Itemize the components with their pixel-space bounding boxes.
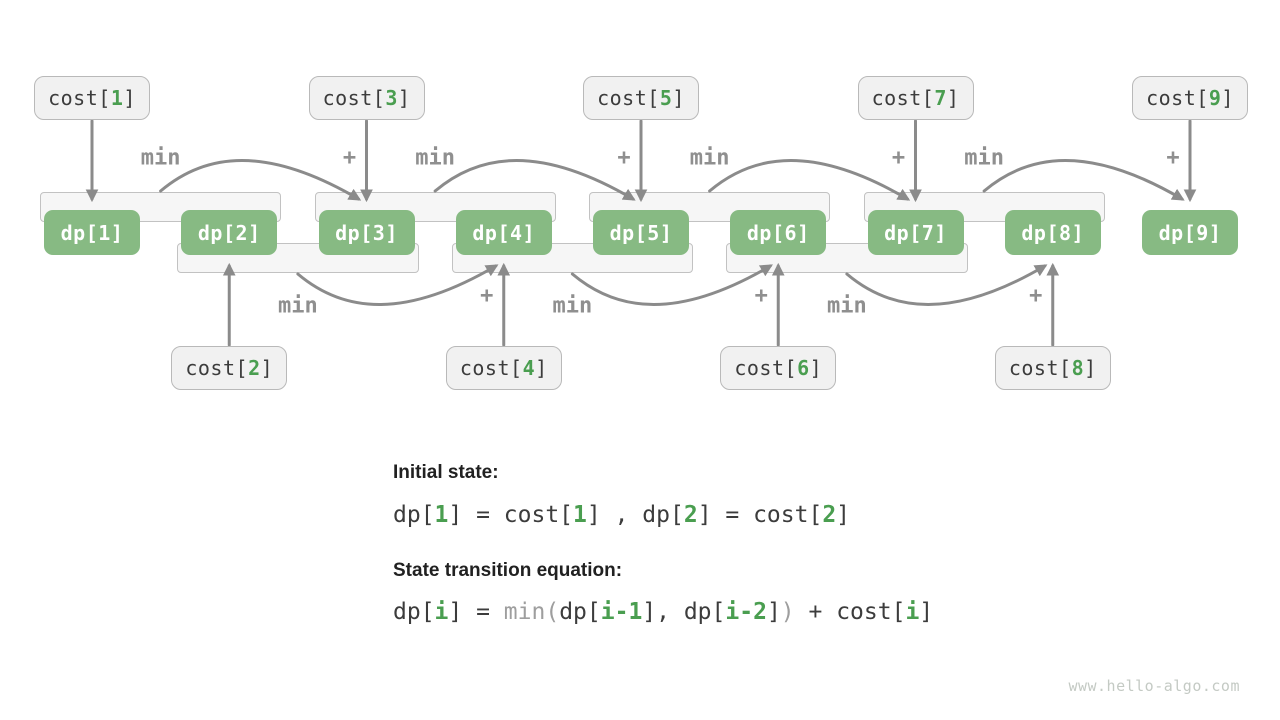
index-number: 8	[1071, 356, 1085, 380]
cost-box-4: cost[4]	[445, 346, 562, 390]
initial-state-equation: dp[1] = cost[1] , dp[2] = cost[2]	[393, 501, 933, 530]
min-curve-bottom-3	[845, 264, 1048, 306]
equation-token: i	[434, 599, 449, 626]
equation-token: ]	[836, 501, 851, 528]
equation-token: ] , dp[	[586, 501, 684, 528]
transition-title: State transition equation:	[393, 559, 623, 581]
index-number: 5	[647, 220, 660, 245]
plus-label-bottom-3: +	[1029, 283, 1043, 309]
equation-token: 1	[573, 501, 587, 528]
index-number: 4	[510, 220, 523, 245]
index-number: 9	[1208, 86, 1222, 110]
cost-box-1: cost[1]	[34, 76, 150, 120]
equation-token: dp[	[393, 501, 435, 528]
index-number: 1	[110, 86, 124, 110]
cost-box-8: cost[8]	[994, 346, 1111, 390]
index-number: 6	[784, 220, 798, 245]
dp-box-6: dp[6]	[730, 210, 827, 255]
equation-token: i-1	[600, 599, 643, 626]
cost-box-2: cost[2]	[171, 346, 288, 390]
index-number: 1	[98, 220, 111, 245]
equation-token: i	[905, 599, 920, 626]
equation-token: i-2	[725, 599, 767, 626]
equation-token: )	[780, 599, 795, 626]
index-number: 4	[522, 356, 536, 380]
dp-box-5: dp[5]	[593, 210, 689, 255]
footer-equations: Initial state: dp[1] = cost[1] , dp[2] =…	[393, 462, 933, 627]
min-curve-top-2	[433, 159, 636, 201]
index-number: 7	[921, 220, 935, 245]
plus-label-top-3: +	[891, 145, 906, 171]
cost-box-6: cost[6]	[720, 346, 837, 390]
cost-box-3: cost[3]	[308, 76, 425, 120]
equation-token: 1	[434, 501, 449, 528]
plus-label-bottom-1: +	[480, 283, 494, 309]
min-label-bottom-1: min	[278, 293, 318, 319]
index-number: 3	[372, 220, 386, 245]
equation-token: 2	[822, 501, 837, 528]
plus-label-top-2: +	[617, 145, 631, 171]
watermark: www.hello-algo.com	[1068, 677, 1240, 695]
equation-token: ], dp[	[642, 599, 726, 626]
plus-label-bottom-2: +	[754, 283, 768, 309]
cost-box-7: cost[7]	[857, 76, 974, 120]
equation-token: (	[545, 599, 560, 626]
equation-token: + cost[	[794, 599, 906, 626]
min-label-top-4: min	[964, 145, 1004, 171]
index-number: 2	[248, 356, 261, 380]
dp-box-8: dp[8]	[1004, 210, 1101, 255]
equation-token: 2	[683, 501, 698, 528]
dp-box-1: dp[1]	[44, 210, 140, 255]
transition-equation: dp[i] = min(dp[i-1], dp[i-2]) + cost[i]	[393, 598, 933, 627]
equation-token: ] = cost[	[697, 501, 823, 528]
min-curve-bottom-1	[296, 264, 499, 306]
min-label-top-2: min	[415, 145, 455, 171]
cost-box-5: cost[5]	[583, 76, 699, 120]
index-number: 8	[1059, 220, 1072, 245]
initial-state-title: Initial state:	[393, 462, 499, 483]
dp-box-7: dp[7]	[867, 210, 964, 255]
min-curve-bottom-2	[570, 264, 773, 306]
min-curve-top-4	[982, 159, 1185, 201]
index-number: 7	[934, 86, 947, 110]
plus-label-top-1: +	[342, 145, 357, 171]
min-curve-top-1	[159, 159, 362, 201]
index-number: 2	[235, 220, 249, 245]
min-curve-top-3	[708, 159, 911, 201]
equation-token: dp[	[559, 599, 601, 626]
min-label-top-3: min	[689, 145, 730, 171]
equation-token: ]	[919, 599, 934, 626]
min-label-bottom-2: min	[552, 293, 593, 319]
min-label-top-1: min	[140, 145, 181, 171]
index-number: 3	[385, 86, 398, 110]
dp-box-3: dp[3]	[318, 210, 415, 255]
equation-token: ] = cost[	[448, 501, 574, 528]
dp-box-9: dp[9]	[1142, 210, 1238, 255]
index-number: 6	[797, 356, 810, 380]
min-label-bottom-3: min	[827, 293, 867, 319]
dp-box-2: dp[2]	[181, 210, 278, 255]
equation-token: dp[	[393, 599, 435, 626]
equation-token: min	[503, 599, 546, 626]
cost-box-9: cost[9]	[1132, 76, 1248, 120]
equation-token: ] =	[448, 599, 504, 626]
equation-token: ]	[766, 599, 781, 626]
index-number: 9	[1196, 220, 1209, 245]
dp-box-4: dp[4]	[455, 210, 552, 255]
plus-label-top-4: +	[1166, 145, 1180, 171]
index-number: 5	[659, 86, 673, 110]
